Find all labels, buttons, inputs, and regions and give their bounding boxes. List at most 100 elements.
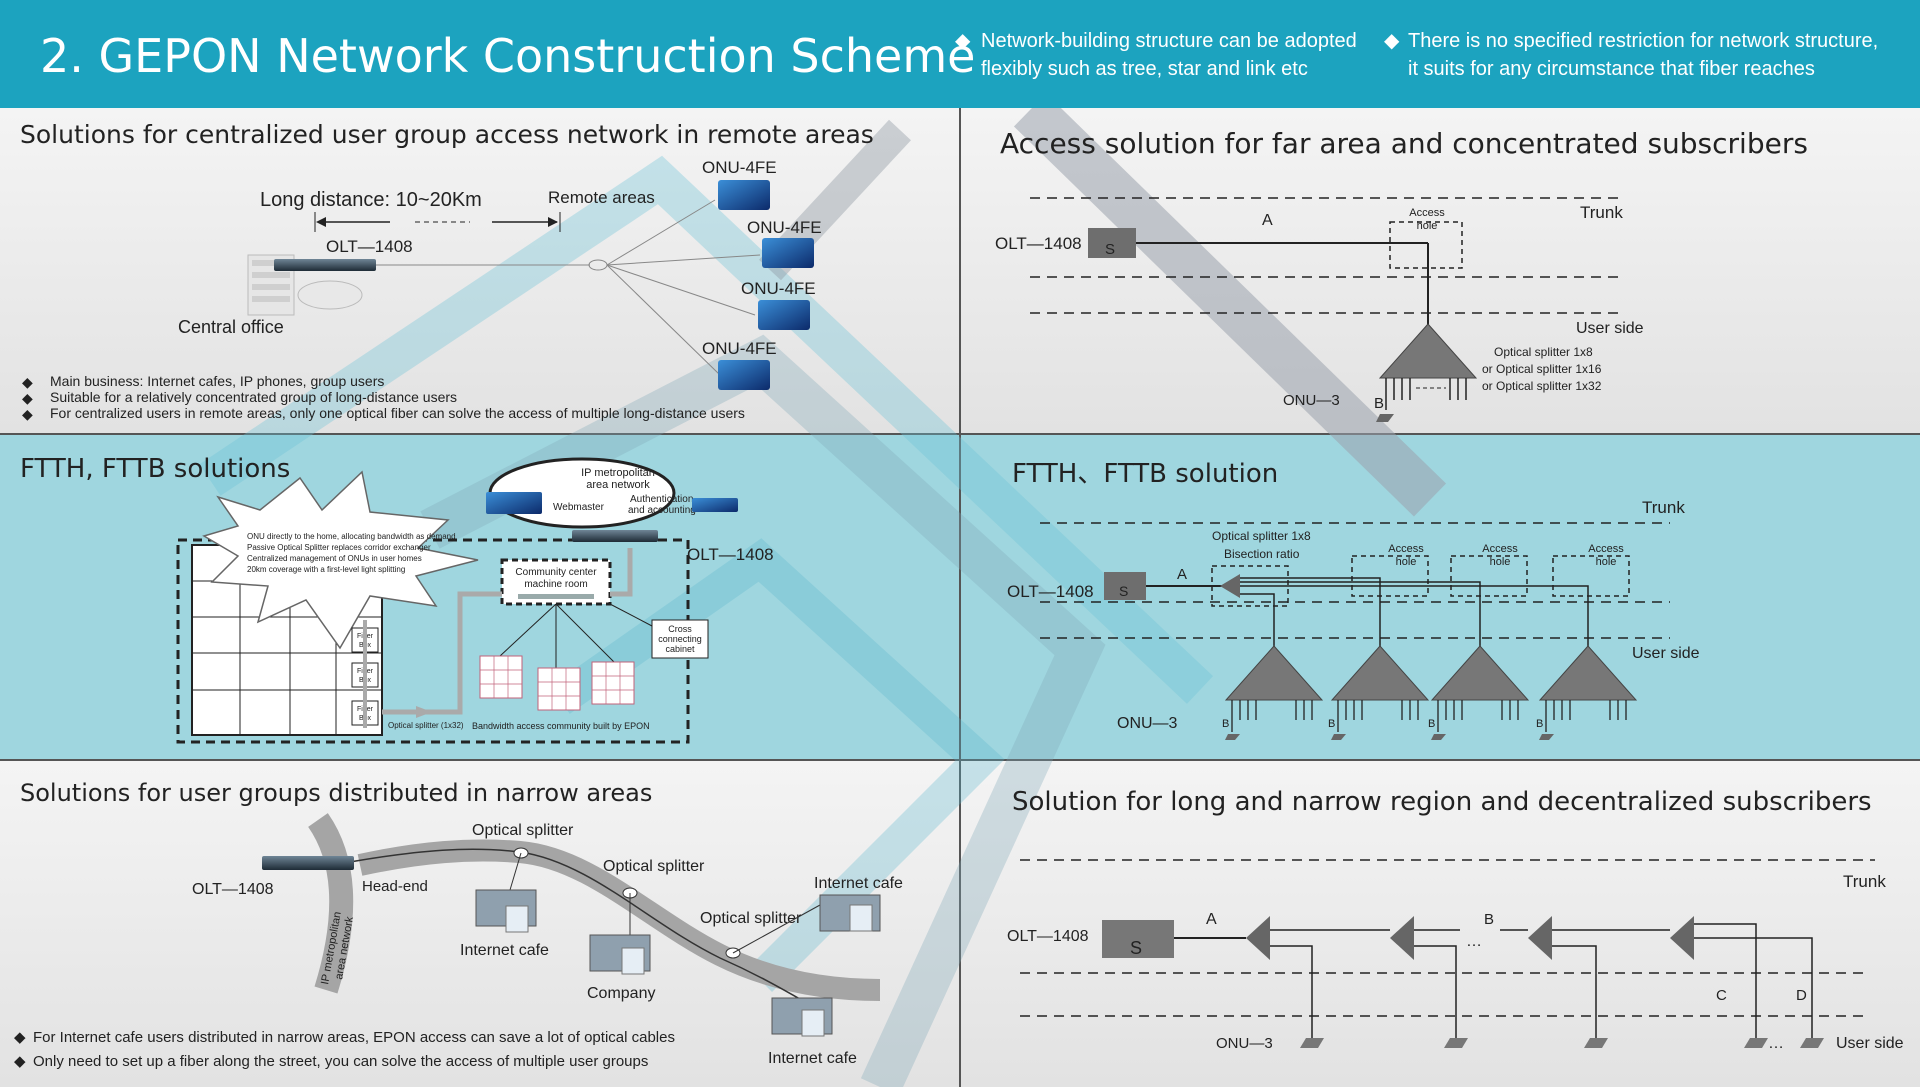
panel2-trunk-label: Trunk — [1580, 203, 1623, 222]
arrowhead-left — [316, 217, 326, 227]
olt-to-room-fiber — [610, 548, 633, 597]
cafe-label-3: Internet cafe — [768, 1050, 857, 1067]
onu-icon — [1539, 734, 1554, 740]
panel4-b-label: B — [1222, 718, 1229, 730]
bisection-splitter — [1220, 574, 1240, 598]
panel1-bullet-1: Main business: Internet cafes, IP phones… — [50, 373, 384, 389]
ip-net-line1: IP metropolitan — [581, 467, 655, 479]
cafe-label-2: Internet cafe — [814, 875, 903, 892]
panel1: Solutions for centralized user group acc… — [20, 120, 874, 422]
distribution-lines — [499, 603, 615, 668]
panel6-dots: … — [1466, 933, 1482, 950]
distribution-fibers — [1240, 577, 1589, 648]
burst-bullet-4: 20km coverage with a first-level light s… — [247, 565, 405, 574]
feature-burst — [202, 470, 479, 650]
panel1-olt-label: OLT—1408 — [326, 237, 413, 256]
panel2-olt-switch — [1088, 228, 1136, 258]
panel4-olt-label: OLT—1408 — [1007, 582, 1094, 601]
access-hole-line2: hole — [1596, 556, 1617, 568]
watermark-logo — [199, 93, 1447, 1087]
splitter-hole — [1211, 565, 1289, 607]
headend-label: Head-end — [362, 878, 428, 895]
panel3-title: FTTH, FTTB solutions — [20, 454, 290, 484]
drop-fiber-cafe1 — [509, 852, 522, 891]
access-hole-line1: Access — [1388, 543, 1424, 555]
onu-label-1: ONU-4FE — [702, 158, 777, 177]
panel5-olt-device — [262, 856, 354, 870]
access-hole-box — [1450, 555, 1528, 597]
community-boundary — [176, 538, 690, 744]
community-line2: machine room — [524, 579, 587, 590]
panel1-bullet-2: Suitable for a relatively concentrated g… — [50, 389, 457, 405]
burst-bullet-1: ONU directly to the home, allocating ban… — [247, 532, 456, 541]
auth-line1: Authentication — [630, 494, 693, 505]
access-hole-line1: Access — [1409, 207, 1445, 219]
splitter-label: Optical splitter (1x32) — [388, 721, 464, 730]
panel2-title: Access solution for far area and concent… — [1000, 127, 1808, 160]
header-bullet2-icon: ◆ — [1384, 30, 1400, 52]
burst-bullet-3: Centralized management of ONUs in user h… — [247, 554, 422, 563]
panel3-olt-device — [572, 530, 658, 542]
distance-label: Long distance: 10~20Km — [260, 189, 482, 211]
panel2-user-side-label: User side — [1576, 320, 1644, 337]
panel6-a-label: A — [1206, 911, 1217, 928]
panel5-bullet-1: For Internet cafe users distributed in n… — [33, 1029, 675, 1046]
header-bullet1-icon: ◆ — [955, 30, 971, 52]
header-title: 2. GEPON Network Construction Scheme — [40, 29, 975, 83]
onu-4fe-device-4 — [718, 360, 770, 390]
panel6: Solution for long and narrow region and … — [1007, 787, 1904, 1052]
cross-line1: Cross — [668, 624, 692, 634]
community-patch — [518, 594, 594, 599]
cross-connect-cabinet — [651, 619, 709, 659]
panel2-s-label: S — [1105, 241, 1115, 258]
panel4-s-label: S — [1119, 583, 1128, 599]
cross-line3: cabinet — [665, 644, 695, 654]
onu-icon — [1431, 734, 1446, 740]
panel6-dots-2: … — [1768, 1035, 1784, 1052]
panel6-title: Solution for long and narrow region and … — [1012, 787, 1872, 817]
panel6-olt-switch — [1102, 920, 1174, 958]
onu-label-2: ONU-4FE — [747, 218, 822, 237]
header-bullet1-line2: flexibly such as tree, star and link etc — [981, 58, 1308, 80]
bullet-icon: ◆ — [22, 374, 33, 390]
access-hole-box — [1389, 221, 1463, 269]
cascade-splitters — [1246, 916, 1694, 960]
panel4-user-side-label: User side — [1632, 645, 1700, 662]
community-line1: Community center — [515, 567, 597, 578]
panel6-b-label: B — [1484, 911, 1494, 928]
webmaster-label: Webmaster — [553, 502, 605, 513]
arrowhead-right — [548, 217, 558, 227]
panel4-splitter-line1: Optical splitter 1x8 — [1212, 529, 1311, 543]
company-label: Company — [587, 985, 655, 1002]
panel6-onu-label: ONU—3 — [1216, 1035, 1273, 1052]
street-fiber — [349, 848, 821, 1011]
panel6-d-label: D — [1796, 987, 1807, 1004]
company-icon — [589, 934, 651, 975]
panel4-trunk-label: Trunk — [1642, 498, 1685, 517]
panel4-olt-switch — [1104, 572, 1146, 600]
panel4-splitter-line2: Bisection ratio — [1224, 547, 1300, 561]
auth-line2: and accounting — [628, 505, 696, 516]
fan-line-4 — [606, 264, 721, 376]
panel2-a-label: A — [1262, 212, 1273, 229]
cascade-fibers — [1270, 923, 1813, 1038]
panel4-title: FTTH、FTTB solution — [1012, 459, 1278, 489]
splitter-outputs — [1231, 700, 1627, 732]
bullet-icon: ◆ — [14, 1053, 26, 1070]
cross-line2: connecting — [658, 634, 702, 644]
fiber-arrowhead — [416, 706, 432, 718]
splitter-outputs — [1385, 378, 1467, 410]
onu-4fe-device-1 — [718, 180, 770, 210]
panel6-olt-label: OLT—1408 — [1007, 928, 1089, 945]
auth-server — [692, 498, 738, 512]
splitter-label-3: Optical splitter — [700, 910, 802, 927]
access-hole-line1: Access — [1482, 543, 1518, 555]
panel4: FTTH、FTTB solution Trunk User side OLT—1… — [1007, 459, 1700, 740]
access-hole-box — [1552, 555, 1630, 597]
central-office-icon — [247, 254, 363, 316]
access-hole-line1: Access — [1588, 543, 1624, 555]
small-buildings — [479, 655, 635, 711]
access-hole-line2: hole — [1417, 220, 1438, 232]
panel2-b-label: B — [1374, 395, 1384, 412]
